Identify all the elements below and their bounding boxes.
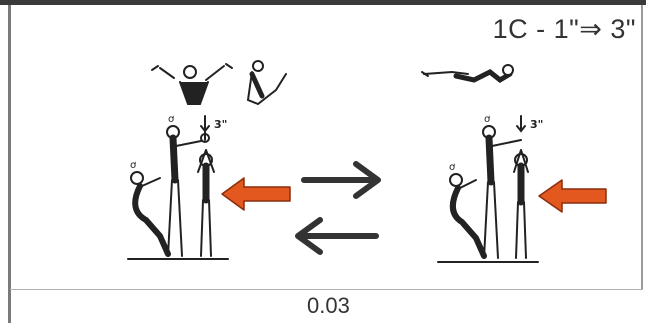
left-border xyxy=(8,5,11,323)
left-entry-figures xyxy=(151,60,287,106)
right-highlight-arrow-icon xyxy=(538,179,607,213)
svg-text:ơ: ơ xyxy=(168,114,175,125)
element-code: 1C - 1"⇒ 3" xyxy=(492,14,636,44)
right-tower-label: 3" xyxy=(530,118,543,131)
left-tower: ơ ơ xyxy=(127,114,229,260)
left-tower-label: 3" xyxy=(214,118,227,131)
svg-text:ơ: ơ xyxy=(484,114,491,125)
svg-text:ơ: ơ xyxy=(130,160,137,171)
bottom-border xyxy=(10,289,643,290)
top-border xyxy=(0,0,646,5)
right-entry-figure xyxy=(421,64,514,84)
left-highlight-arrow-icon xyxy=(221,177,291,211)
deduction-value: 0.03 xyxy=(307,293,350,318)
svg-text:ơ: ơ xyxy=(449,162,456,173)
right-border xyxy=(641,5,643,290)
left-arrow-icon xyxy=(295,217,379,255)
right-arrow-icon xyxy=(301,161,381,199)
right-tower: ơ ơ xyxy=(437,114,539,263)
